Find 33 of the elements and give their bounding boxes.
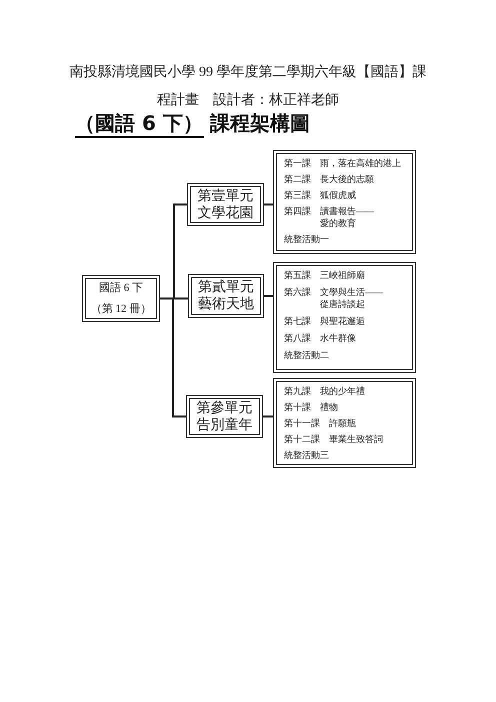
lesson-item: 第八課 水牛群像 — [284, 332, 356, 344]
lesson-item: 第四課 讀書報告——愛的教育 — [284, 205, 375, 229]
lesson-item: 第九課 我的少年禮 — [284, 385, 365, 397]
unit-box — [188, 274, 264, 318]
unit-box — [187, 183, 264, 226]
lesson-item: 統整活動一 — [284, 233, 329, 245]
lesson-list-box — [273, 150, 416, 254]
lesson-item: 統整活動三 — [284, 449, 329, 461]
book-title: （第 12 冊） — [90, 302, 152, 316]
lesson-item: 第三課 狐假虎威 — [284, 189, 356, 201]
lesson-item: 第七課 與聖花邂逅 — [284, 315, 365, 327]
lesson-item: 第十二課 畢業生致答詞 — [284, 433, 383, 445]
connector-line — [264, 295, 273, 297]
header-text: 南投縣清境國民小學 99 學年度第二學期六年級【國語】課程計畫 設計者：林正祥老師 — [68, 63, 428, 110]
lesson-item: 第十一課 許願瓶 — [284, 417, 356, 429]
unit-title: 第貳單元藝術天地 — [197, 279, 255, 313]
unit-title: 第壹單元文學花園 — [196, 188, 254, 222]
lesson-list-box — [273, 378, 416, 468]
lesson-item: 第二課 長大後的志願 — [284, 173, 374, 185]
unit-title: 第參單元告別童年 — [196, 400, 254, 434]
connector-line — [263, 416, 273, 418]
connector-line — [264, 204, 273, 206]
lesson-item: 第六課 文學與生活——從唐詩談起 — [284, 286, 384, 310]
book-title: 國語 6 下 — [99, 280, 143, 296]
lesson-list-box — [273, 262, 416, 373]
lesson-item: 第五課 三峽祖師廟 — [284, 269, 365, 281]
unit-box — [186, 395, 263, 438]
lesson-item: 第一課 雨，落在高雄的港上 — [284, 157, 401, 169]
connector-line — [160, 298, 186, 418]
lesson-item: 統整活動二 — [284, 349, 329, 361]
page-title: （國語 6 下） 課程架構圖 — [75, 111, 310, 135]
root-box — [82, 275, 160, 322]
lesson-item: 第十課 禮物 — [284, 401, 338, 413]
